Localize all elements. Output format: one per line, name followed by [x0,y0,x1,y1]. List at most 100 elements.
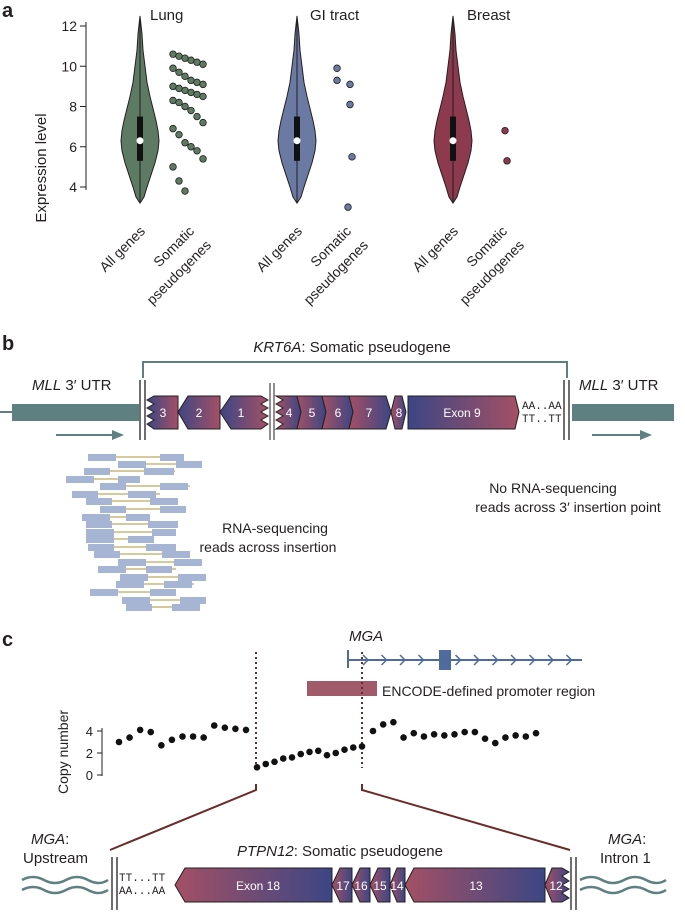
left-utr-bar [12,404,139,421]
pseudogene-dot-lung [169,124,177,133]
pseudogene-dot-lung [169,163,177,171]
panel-a-label: a [2,0,14,22]
violin-plots [120,15,473,205]
copy-number-dot [471,728,479,736]
xlabel-breast-all-genes: All genes [409,223,461,275]
pseudogene-dot-lung [181,139,189,147]
copy-number-dot [147,728,155,736]
ptpn12-exon-label-16: 16 [354,879,368,893]
strand-chevron-icon [399,654,407,666]
copy-number-dot [115,738,123,746]
panel-b-label: b [2,333,14,355]
pseudogene-dot-gi-tract [348,153,356,161]
copy-number-dot [189,733,197,740]
copy-number-dot [271,758,278,766]
copy-number-dot [200,734,207,741]
copy-number-dot [242,726,250,734]
copy-number-dot [502,734,509,741]
strand-chevron-icon [491,654,499,666]
copy-number-dots [115,718,540,771]
copy-number-dot [158,742,165,749]
copy-number-dot [210,722,218,729]
krt6a-title: KRT6A: Somatic pseudogene [253,339,450,356]
copy-number-dot [179,733,186,740]
pseudogene-dot-lung [169,64,177,72]
pseudogene-dot-lung [199,92,207,101]
copy-number-dot [279,755,287,762]
panel-c-label: c [2,629,13,651]
pseudogene-dot-lung [175,177,183,185]
cn-tick-label: 0 [86,768,93,783]
copy-number-dot [314,747,322,755]
polyt-top: TT...TT [119,873,166,885]
pseudogene-dot-lung [175,98,183,107]
pseudogene-dot-lung [169,96,177,105]
mga-intron-gene: MGA [608,831,642,848]
pseudogene-dot-lung [181,86,189,95]
copy-number-dot [323,751,331,759]
pseudogene-dot-lung [199,80,207,89]
promoter-region-bar [307,681,377,696]
pseudogene-dot-gi-tract [346,100,354,109]
zoom-line-left [109,784,257,851]
mga-upstream-gene: MGA [31,831,65,848]
mga-upstream-sub: Upstream [23,850,88,867]
copy-number-dot [288,754,296,761]
strand-chevron-icon [454,654,462,666]
zoom-line-right [361,784,571,851]
pseudogene-dot-lung [175,130,183,139]
ptpn12-exon-label-15: 15 [373,879,387,893]
rna-seq-label-line2: reads across insertion [200,539,337,555]
strand-chevron-icon [380,654,388,666]
cn-y-axis-ticks: 420 [86,724,102,783]
panel-b: b KRT6A: Somatic pseudogene MLL 3′ UTR M… [0,333,674,611]
violin-median-dot [293,137,301,145]
strand-chevron-icon [362,654,370,666]
exon-label-5: 5 [309,406,316,420]
mga-intron-colon: : [642,831,646,848]
exon-label-9: Exon 9 [443,406,481,420]
copy-number-dot [136,726,144,734]
rna-seq-reads [66,454,206,611]
rna-seq-label-line1: RNA-sequencing [222,520,328,536]
right-utr-label: MLL 3′ UTR [579,377,659,394]
strand-chevron-icon [473,654,481,666]
pseudogene-dot-lung [175,52,183,60]
ptpn12-gene-name: PTPN12 [237,843,294,860]
copy-number-dot [512,732,519,739]
copy-number-ylabel: Copy number [55,710,71,794]
ptpn12-exon-label-17: 17 [336,879,350,893]
mga-gene-track [347,650,582,670]
krt6a-exon-7 [348,395,392,430]
copy-number-dot [126,734,133,741]
pseudogene-dot-gi-tract [346,80,354,89]
copy-number-dot [306,748,313,756]
pseudogene-dot-lung [181,54,189,62]
pseudogene-dot-lung [199,118,207,127]
ptpn12-exon-label-12: 12 [549,879,563,893]
krt6a-gene-name: KRT6A [253,339,301,356]
right-mll-gene: MLL [579,377,608,394]
mga-exon-block [439,650,451,670]
copy-number-dot [441,732,448,739]
copy-number-dot [532,729,540,737]
pseudogene-dot-lung [187,143,195,151]
group-title-gi-tract: GI tract [310,7,360,24]
strand-chevron-icon [417,654,425,666]
no-reads-label-line2: reads across 3′ insertion point [475,499,661,515]
right-direction-arrow [592,430,652,440]
promoter-label: ENCODE-defined promoter region [382,683,595,699]
y-tick-label: 8 [69,99,77,115]
y-axis-label: Expression level [33,113,50,222]
cn-tick-label: 2 [86,746,93,761]
left-utr-label: MLL 3′ UTR [32,377,112,394]
group-title-breast: Breast [467,7,511,24]
wavy-line-right-1 [579,875,667,885]
pseudogene-dot-lung [181,72,189,81]
pseudogene-dot-gi-tract [344,203,352,211]
pseudogene-dot-breast [503,157,511,165]
copy-number-dot [451,731,458,738]
pseudogene-dot-lung [187,56,195,64]
copy-number-dot [262,760,270,768]
